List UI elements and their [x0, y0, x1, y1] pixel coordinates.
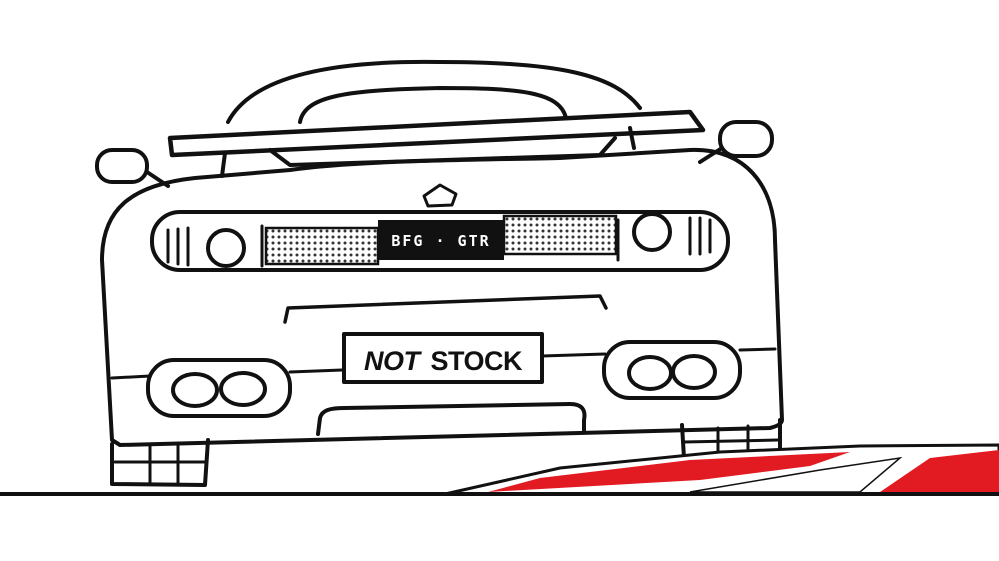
exhaust-left-outer [171, 372, 219, 408]
exhaust-right-outer [627, 355, 673, 391]
body-line-right [738, 347, 777, 352]
roof-outline [226, 59, 642, 124]
tire-left [110, 438, 210, 487]
rear-wing [167, 109, 706, 158]
right-tail-light [632, 212, 672, 252]
body-line-left [110, 374, 152, 380]
body-line-mid-right [540, 352, 607, 358]
badge-plate [378, 220, 504, 260]
rear-diffuser [316, 402, 587, 436]
tail-light-strip [150, 210, 730, 272]
car-body [100, 147, 784, 447]
rear-logo-icon [422, 183, 458, 208]
plate-text-bold: STOCK [431, 346, 524, 376]
rear-window [298, 86, 568, 124]
body-line-mid-left [288, 368, 344, 374]
grille-mesh-right [502, 214, 618, 256]
curb-red-stripe-1 [488, 452, 850, 492]
badge-text: BFG · GTR [391, 232, 490, 250]
exhaust-right-inner [671, 354, 717, 390]
grille-mesh-left [264, 226, 380, 266]
bumper-crease [283, 294, 608, 324]
mirror-right [718, 120, 774, 158]
exhaust-left-inner [219, 371, 267, 407]
wing-support-right [628, 126, 636, 150]
curb-red-stripe-2 [880, 450, 999, 492]
exhaust-housing-right [602, 340, 742, 400]
mirror-left [95, 148, 149, 184]
left-tail-light [206, 228, 246, 268]
wing-support-left [220, 151, 227, 178]
tire-right-tread-1 [682, 438, 780, 444]
exhaust-housing-left [146, 358, 292, 418]
mirror-right-arm [698, 146, 724, 164]
plate-text-italic: NOT [364, 346, 423, 376]
license-plate [342, 332, 544, 384]
road-curb [444, 443, 999, 496]
plate-text: NOT STOCK [364, 346, 523, 376]
